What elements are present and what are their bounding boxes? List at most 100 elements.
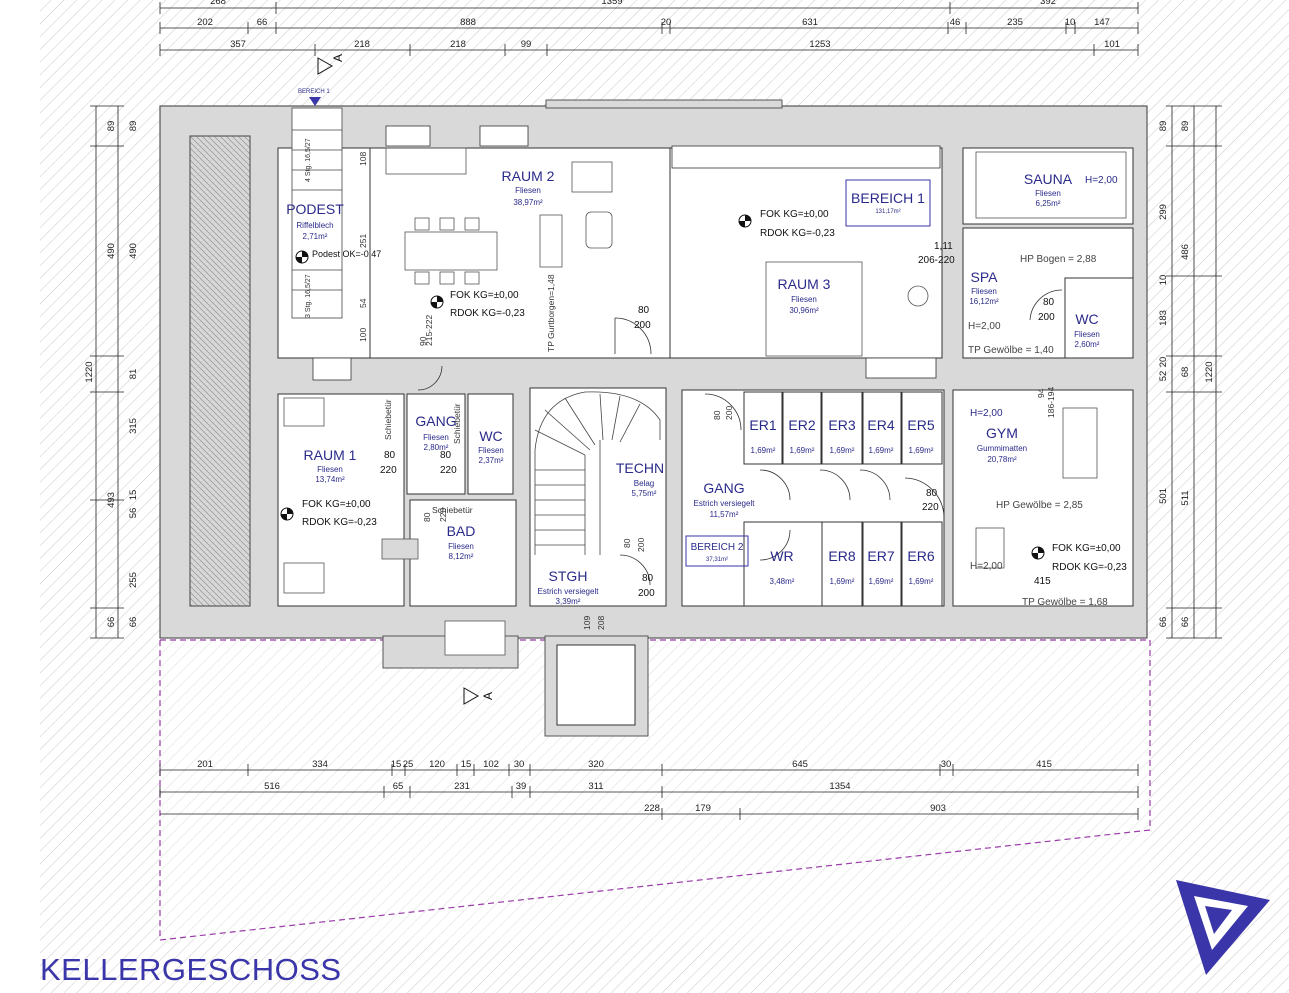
dim-right-inner: 52 [1158,371,1169,382]
room-name: RAUM 2 [502,168,555,184]
room-name: ER2 [788,417,815,433]
level-fok: FOK KG=±0,00 [450,290,519,301]
door-dim: 80 [440,450,452,461]
dim-top-2: 20 [661,17,672,28]
room-area: 1,69m² [751,446,776,455]
room-name: BAD [447,523,476,539]
level-tp-gewoelbe: TP Gewölbe = 1,68 [1022,597,1108,608]
dim-right-inner: 20 [1158,357,1169,368]
door-dim: 80 [926,488,938,499]
room-name: ER8 [828,548,855,564]
door-dim: 200 [634,320,651,331]
dim-top-1: 392 [1040,0,1056,7]
room-area: 1,69m² [869,446,894,455]
section-marker-icon [463,687,480,705]
room-area: 38,97m² [513,198,543,207]
room-name: ER3 [828,417,855,433]
door-dim: 1,11 [934,241,953,252]
dim-top-3: 1253 [809,39,830,50]
room-raum-1 [277,393,405,607]
bereich-small-label: BEREICH 1 [298,89,330,95]
room-bad [409,499,517,607]
room-wc-left [467,393,514,495]
room-area: 5,75m² [632,489,657,498]
level-fok: FOK KG=±0,00 [760,209,829,220]
dim-top-2: 888 [460,17,476,28]
room-floor: Estrich versiegelt [694,499,756,508]
dim-left-outer: 66 [106,617,117,628]
level-marker-icon [1031,546,1045,560]
dim-top-2: 66 [257,17,268,28]
door-dim: 186-194 [1046,387,1056,418]
dim-right-outer: 89 [1180,121,1191,132]
room-area: 2,80m² [424,443,449,452]
door-dim: 220 [922,502,939,513]
room-name: ER6 [907,548,934,564]
podest-stairs [291,107,343,319]
room-area: 11,57m² [710,510,739,519]
door-dim: 200 [638,588,655,599]
room-raum-3 [669,147,943,359]
dim-bottom-1: 415 [1036,759,1052,770]
level-rdok: RDOK KG=-0,23 [302,517,377,528]
room-area: 1,69m² [790,446,815,455]
dim-top-2: 235 [1007,17,1023,28]
dim-bottom-3: 228 [644,803,660,814]
section-label: A [331,54,345,62]
room-area: 6,25m² [1036,199,1061,208]
dim-top-3: 218 [354,39,370,50]
dim-left-outer: 493 [106,492,117,508]
door-dim: 54 [358,298,368,308]
room-name: RAUM 1 [304,447,357,463]
dim-bottom-1: 201 [197,759,213,770]
room-floor: Fliesen [478,446,504,455]
room-area: 2,60m² [1075,340,1100,349]
dim-right-inner: 299 [1158,204,1169,220]
dim-bottom-1: 320 [588,759,604,770]
door-dim: 200 [1038,312,1055,323]
dim-bottom-1: 645 [792,759,808,770]
level-podest: Podest OK=-0,47 [312,249,381,259]
level-marker-icon [280,507,294,521]
level-height: H=2,00 [968,321,1001,332]
door-dim: 80 [622,538,632,548]
logo-icon [1176,880,1270,975]
room-area: 2,37m² [479,456,504,465]
room-gym [952,389,1134,607]
dim-left-outer: 89 [106,121,117,132]
dim-left-outer: 1220 [84,361,95,382]
room-name: SPA [971,269,999,285]
dim-left-inner: 81 [128,369,139,380]
dim-bottom-1: 334 [312,759,328,770]
room-area: 131,17m² [875,209,900,215]
door-dim: 215-222 [424,315,434,346]
dim-bottom-1: 30 [941,759,952,770]
room-name: WR [770,548,793,564]
room-floor: Fliesen [423,433,449,442]
room-name: GANG [703,480,744,496]
door-dim: 80 [1043,297,1055,308]
property-line [159,639,1151,941]
room-name: SAUNA [1024,171,1073,187]
door-dim: 80 [384,450,396,461]
dim-top-1: 268 [210,0,226,7]
dim-bottom-2: 65 [393,781,404,792]
level-marker-icon [430,295,444,309]
door-dim: 220 [380,465,397,476]
dim-left-outer: 490 [106,243,117,259]
door-dim: 108 [358,152,368,166]
dim-top-3: 101 [1104,39,1120,50]
level-fok: FOK KG=±0,00 [302,499,371,510]
dim-right-outer: 486 [1180,244,1191,260]
room-name: GANG [415,413,456,429]
dim-bottom-3: 903 [930,803,946,814]
door-dim: 109 [582,616,592,630]
spiral-stairs [534,391,661,555]
dim-right-inner: 66 [1158,617,1169,628]
room-area: 16,12m² [969,297,999,306]
dim-bottom-2: 1354 [829,781,850,792]
room-floor: Gummimatten [977,444,1027,453]
stairs-label: 4 Stg. 16,5/27 [305,138,312,182]
dim-right-inner: 89 [1158,121,1169,132]
dim-bottom-1: 120 [429,759,445,770]
